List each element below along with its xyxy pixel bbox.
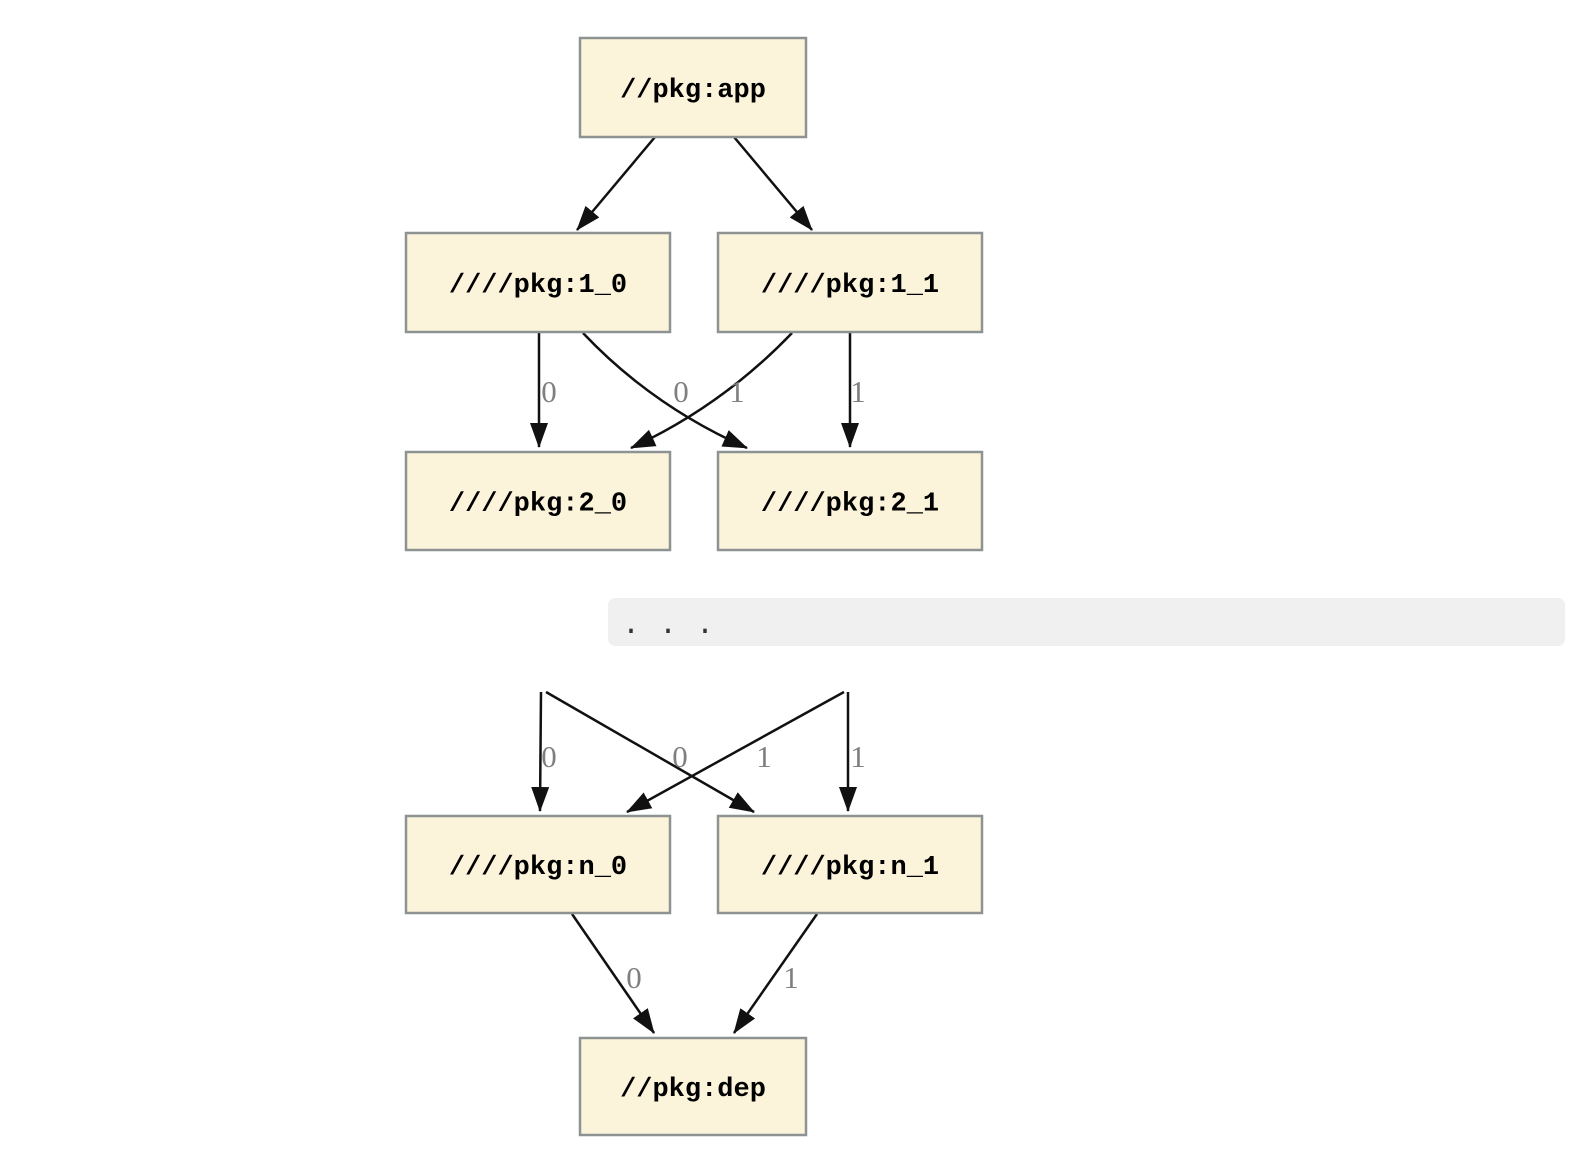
edge-labels-layer: 0 1 0 1 0 1 0 1 0 1 <box>541 374 866 995</box>
node-2_0: ////pkg:2_0 <box>404 450 672 552</box>
node-box-n_0 <box>404 814 672 915</box>
node-box-app <box>578 36 808 139</box>
node-box-dep <box>578 1036 808 1137</box>
node-label-2_0: ////pkg:2_0 <box>449 489 627 519</box>
nodes-layer: //pkg:app ////pkg:1_0 ////pkg:1_1 ////pkg:2… <box>404 36 984 1137</box>
node-box-1_0 <box>404 231 672 334</box>
edge-upper-to-n_0 <box>531 691 550 812</box>
edge-label-upper-to-n_0: 0 <box>541 739 557 774</box>
node-box-2_0 <box>404 450 672 552</box>
node-box-1_1 <box>716 231 984 334</box>
node-app: //pkg:app <box>578 36 808 139</box>
node-label-n_0: ////pkg:n_0 <box>449 853 627 883</box>
node-n_0: ////pkg:n_0 <box>404 814 672 915</box>
node-n_1: ////pkg:n_1 <box>716 814 984 915</box>
edges-layer <box>529 136 859 1034</box>
edge-1_1-to-2_0 <box>630 332 793 450</box>
edge-1_0-to-2_1 <box>582 332 748 450</box>
node-label-app: //pkg:app <box>620 76 766 106</box>
node-2_1: ////pkg:2_1 <box>716 450 984 552</box>
node-label-1_0: ////pkg:1_0 <box>449 271 627 301</box>
edge-label-n_0-to-dep: 0 <box>626 960 642 995</box>
node-1_1: ////pkg:1_1 <box>716 231 984 334</box>
edge-upper-to-n_1-cross <box>545 690 755 814</box>
edge-label-1_0-to-2_0: 0 <box>541 374 557 409</box>
edge-label-n_1-to-dep: 1 <box>783 960 799 995</box>
ellipsis-separator-bar: . . . <box>608 598 1565 646</box>
edge-n_1-to-dep <box>732 913 819 1034</box>
node-box-2_1 <box>716 450 984 552</box>
edge-label-1_0-to-2_1: 1 <box>729 374 745 409</box>
edge-upper-to-n_0-cross <box>626 690 845 814</box>
node-dep: //pkg:dep <box>578 1036 808 1137</box>
node-label-dep: //pkg:dep <box>620 1075 766 1105</box>
edge-label-1_1-to-2_1: 1 <box>850 374 866 409</box>
edge-label-upper-to-n_1: 1 <box>850 739 866 774</box>
ellipsis-dots: . . . <box>622 609 715 643</box>
node-box-n_1 <box>716 814 984 915</box>
edge-app-to-1_0 <box>576 136 656 231</box>
node-label-2_1: ////pkg:2_1 <box>761 489 939 519</box>
node-label-1_1: ////pkg:1_1 <box>761 271 939 301</box>
edge-label-upper-to-n_0-cross: 0 <box>672 739 688 774</box>
edge-label-1_1-to-2_0: 0 <box>673 374 689 409</box>
edge-n_0-to-dep <box>570 913 656 1034</box>
node-1_0: ////pkg:1_0 <box>404 231 672 334</box>
edge-label-upper-to-n_1-cross: 1 <box>756 739 772 774</box>
edge-app-to-1_1 <box>733 136 813 231</box>
node-label-n_1: ////pkg:n_1 <box>761 853 939 883</box>
